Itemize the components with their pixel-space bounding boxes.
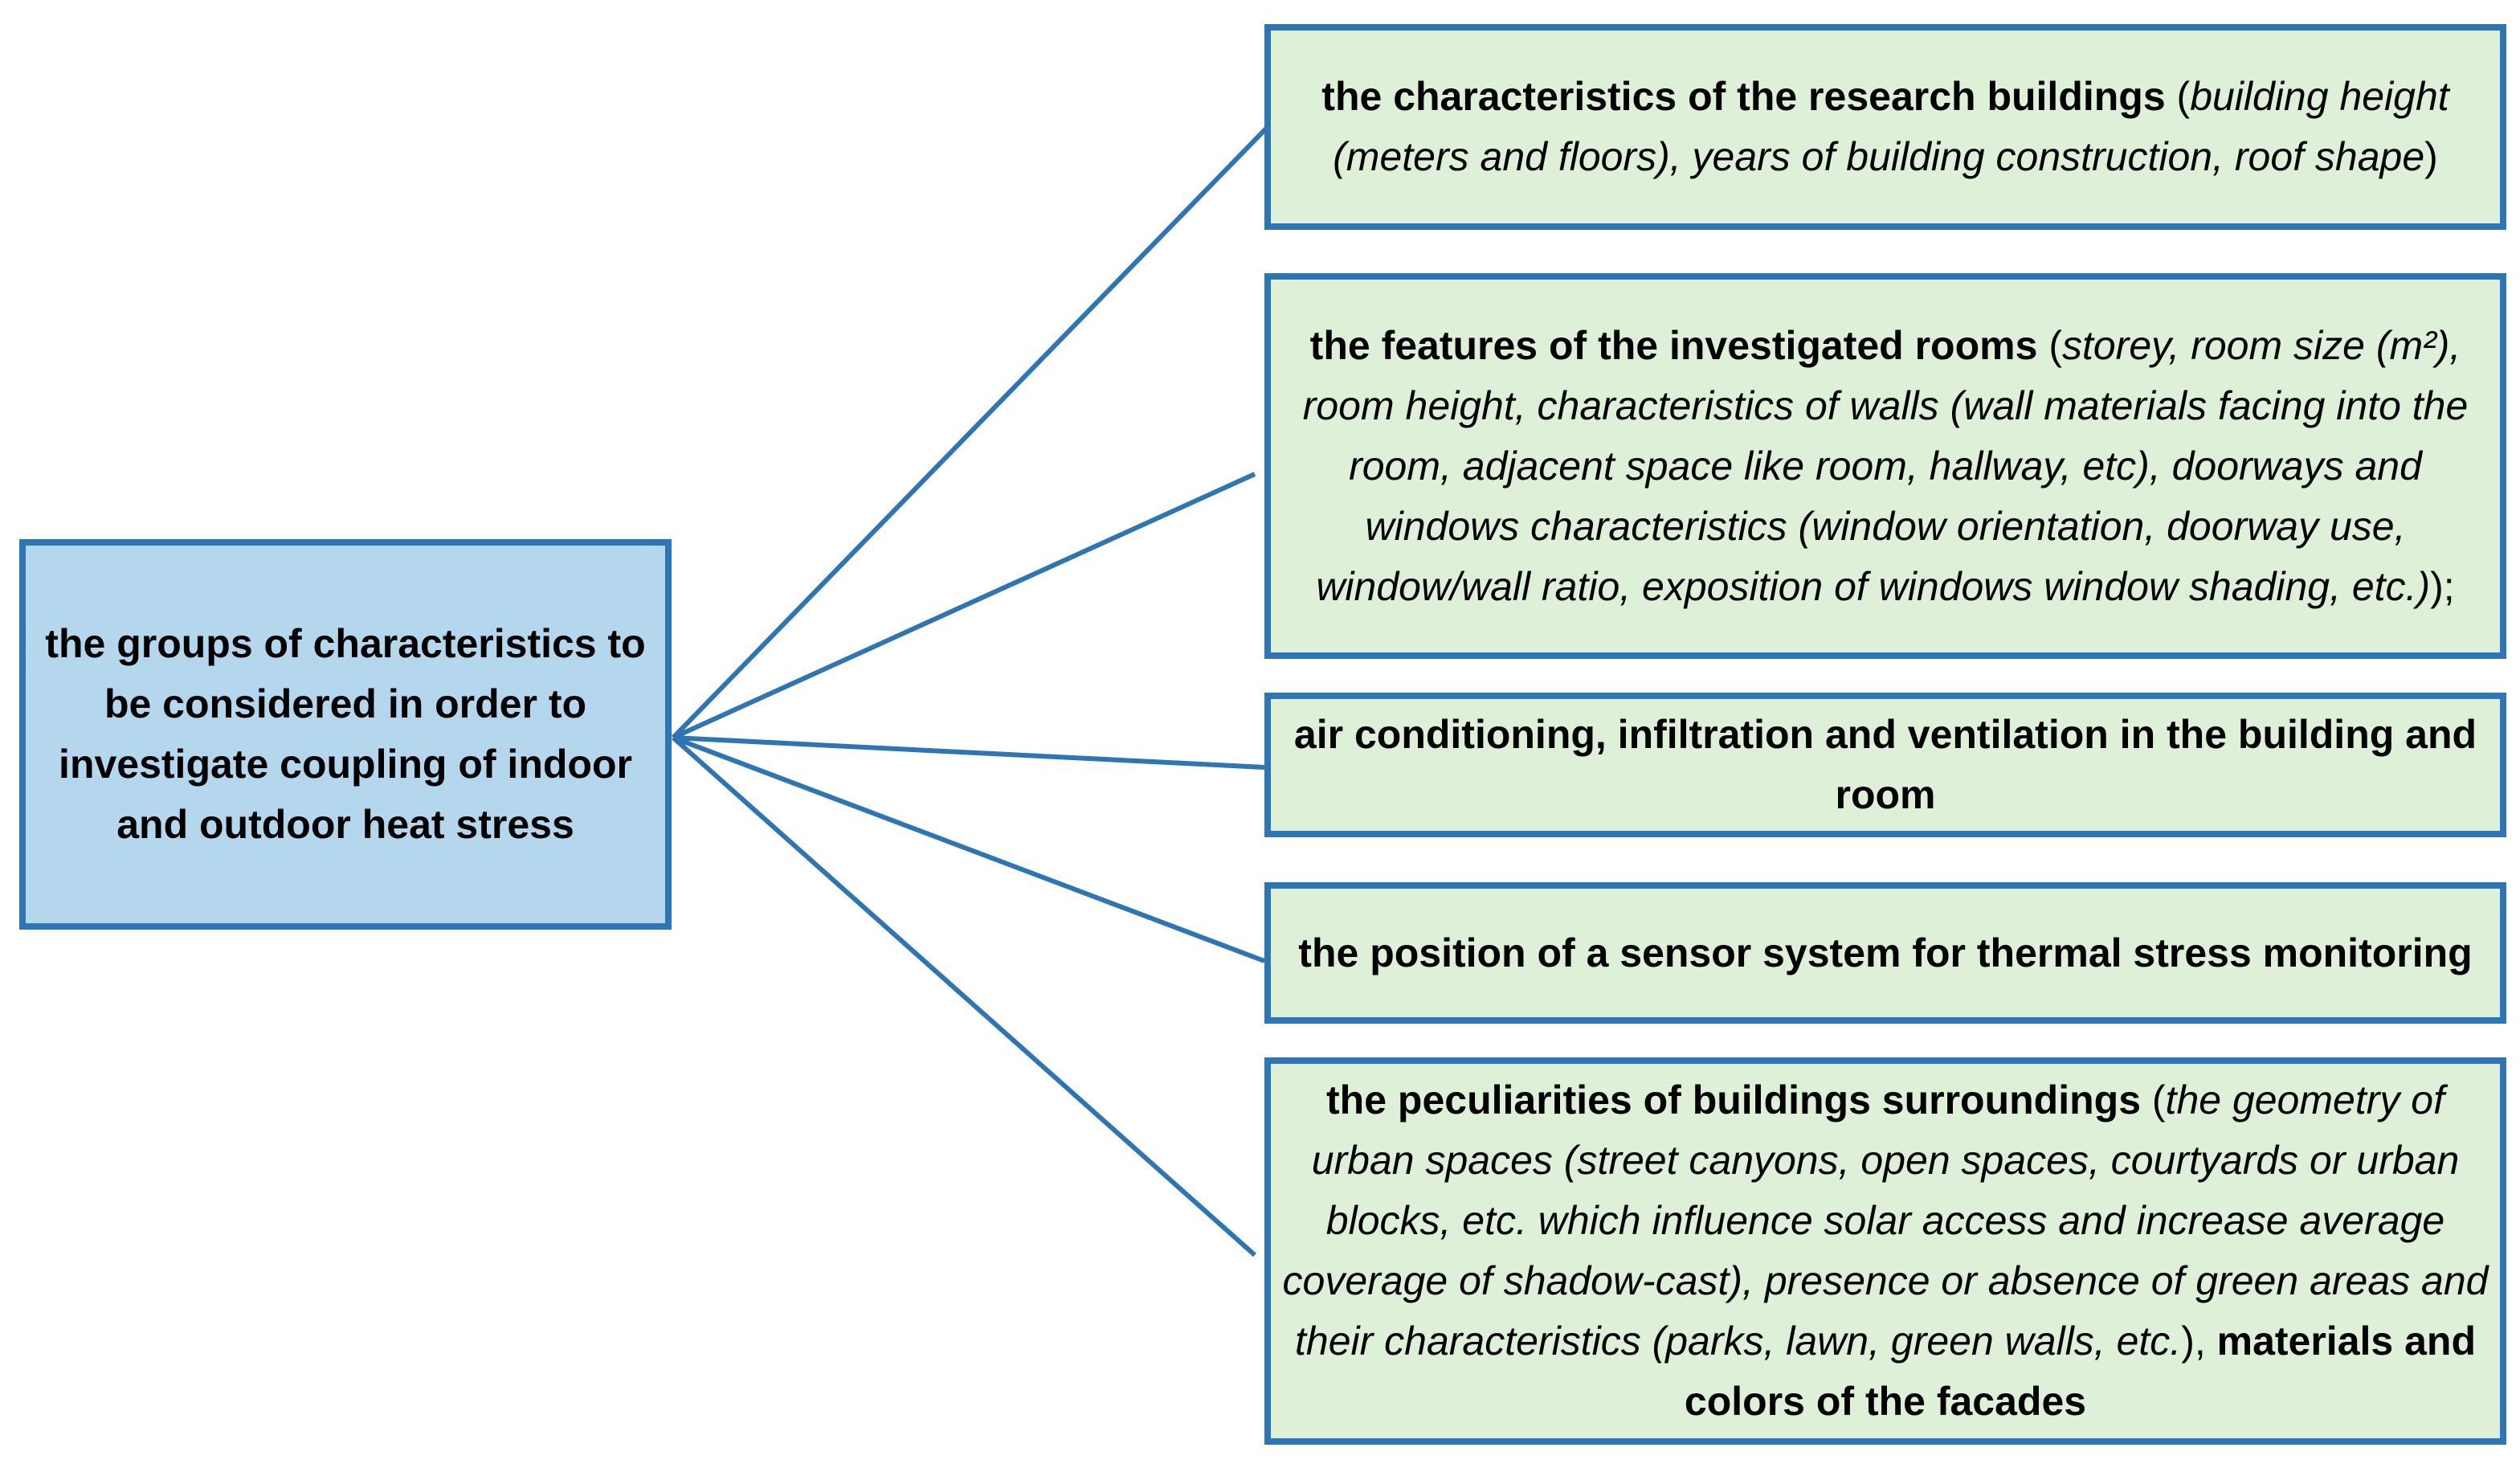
- paren-close: );: [2430, 563, 2455, 609]
- node-building-characteristics: the characteristics of the research buil…: [1264, 24, 2506, 230]
- paren-open: (: [2165, 74, 2191, 119]
- root-node: the groups of characteristics to be cons…: [19, 539, 672, 930]
- node-title: the peculiarities of buildings surroundi…: [1326, 1077, 2141, 1122]
- connector-to-room-features: [672, 472, 1256, 740]
- root-node-label: the groups of characteristics to be cons…: [45, 621, 646, 847]
- connector-to-sensor-position: [672, 735, 1266, 963]
- node-title: the position of a sensor system for ther…: [1298, 930, 2473, 975]
- node-room-features: the features of the investigated rooms (…: [1264, 273, 2506, 659]
- node-title-tail: materials and colors of the facades: [1684, 1319, 2476, 1424]
- node-title: the characteristics of the research buil…: [1321, 74, 2166, 119]
- node-building-surroundings: the peculiarities of buildings surroundi…: [1264, 1057, 2506, 1445]
- node-details: the geometry of urban spaces (street can…: [1282, 1077, 2489, 1364]
- node-title: air conditioning, infiltration and venti…: [1293, 712, 2477, 817]
- node-details: building height (meters and floors), yea…: [1333, 74, 2449, 179]
- node-sensor-position: the position of a sensor system for ther…: [1264, 882, 2506, 1024]
- node-details: storey, room size (m²), room height, cha…: [1302, 322, 2469, 609]
- paren-close: ),: [2181, 1319, 2217, 1364]
- node-title: the features of the investigated rooms: [1309, 322, 2038, 368]
- connector-to-building-characteristics: [671, 126, 1268, 740]
- node-air-conditioning: air conditioning, infiltration and venti…: [1264, 693, 2506, 837]
- paren-open: (: [2037, 322, 2062, 368]
- node-building-surroundings-text: the peculiarities of buildings surroundi…: [1280, 1070, 2490, 1432]
- paren-close: ): [2424, 134, 2438, 179]
- connector-to-building-surroundings: [672, 735, 1256, 1257]
- connector-to-air-conditioning: [672, 735, 1265, 770]
- node-room-features-text: the features of the investigated rooms (…: [1280, 316, 2490, 617]
- paren-open: (: [2141, 1077, 2166, 1122]
- node-building-characteristics-text: the characteristics of the research buil…: [1280, 67, 2490, 187]
